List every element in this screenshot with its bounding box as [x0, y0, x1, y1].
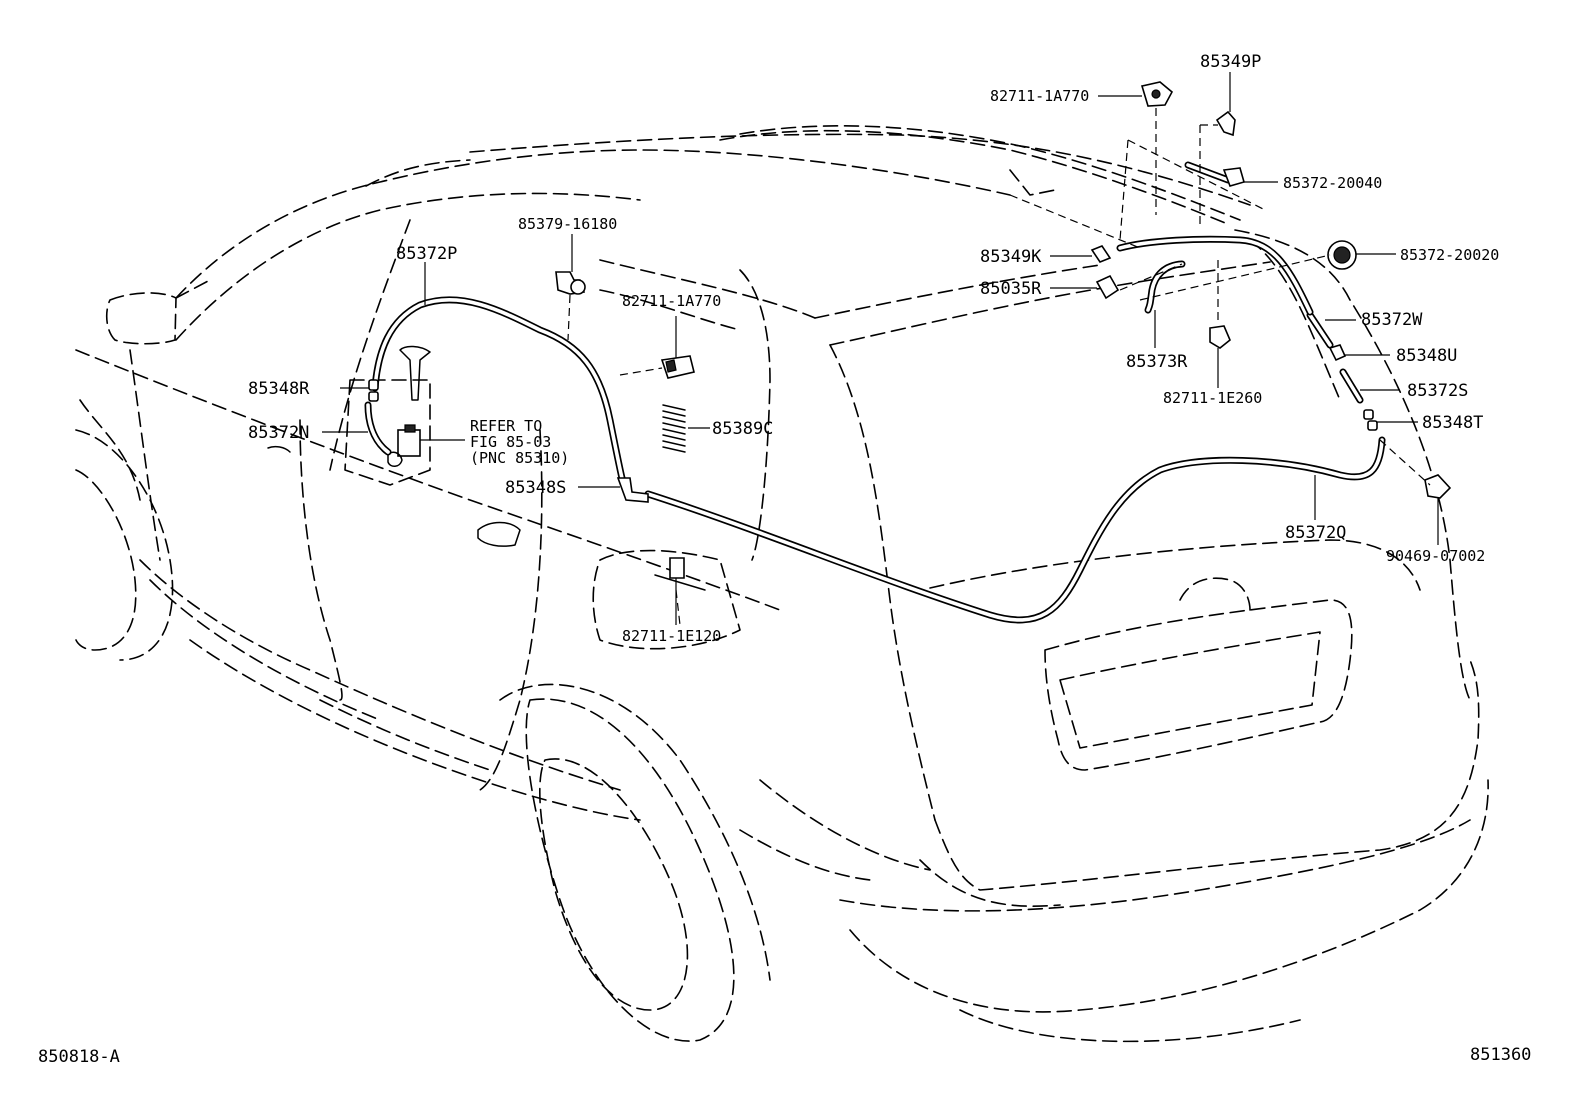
label-85372n: 85372N	[248, 423, 309, 443]
label-85379-16180: 85379-16180	[518, 215, 617, 233]
label-85035r: 85035R	[980, 279, 1042, 299]
label-85372q: 85372Q	[1285, 523, 1346, 543]
label-82711-1a770-top: 82711-1A770	[990, 87, 1089, 105]
label-85348t: 85348T	[1422, 413, 1483, 433]
label-85348s: 85348S	[505, 478, 566, 498]
label-85372s: 85372S	[1407, 381, 1468, 401]
label-85372-20020: 85372-20020	[1400, 246, 1499, 264]
label-82711-1e260: 82711-1E260	[1163, 389, 1262, 407]
part-labels: 82711-1A770 85349P 85372-20040 85379-161…	[248, 52, 1499, 645]
label-85389c: 85389C	[712, 419, 773, 439]
figure-code-right: 851360	[1470, 1045, 1531, 1065]
vehicle-outline	[75, 125, 1489, 1043]
label-85373r: 85373R	[1126, 352, 1188, 372]
refer-note-line-3: (PNC 85310)	[470, 449, 569, 467]
refer-note-line-2: FIG 85-03	[470, 433, 551, 451]
figure-code-left: 850818-A	[38, 1047, 120, 1067]
label-85348u: 85348U	[1396, 346, 1457, 366]
label-85372-20040: 85372-20040	[1283, 174, 1382, 192]
label-85349p: 85349P	[1200, 52, 1261, 72]
assembly-lines	[567, 108, 1431, 626]
leader-lines	[322, 72, 1439, 625]
spring-85389c	[662, 404, 686, 453]
washer-tank	[344, 345, 431, 486]
label-85348r: 85348R	[248, 379, 310, 399]
label-82711-1a770-mid: 82711-1A770	[622, 292, 721, 310]
refer-note-line-1: REFER TO	[470, 417, 542, 435]
label-85349k: 85349K	[980, 247, 1042, 267]
refer-note: REFER TO FIG 85-03 (PNC 85310)	[470, 417, 569, 467]
washer-hoses	[364, 161, 1386, 624]
label-82711-1e120: 82711-1E120	[622, 627, 721, 645]
parts	[368, 81, 1452, 591]
label-85372w: 85372W	[1361, 310, 1423, 330]
label-85372p: 85372P	[396, 244, 457, 264]
label-90469-07002: 90469-07002	[1386, 547, 1485, 565]
